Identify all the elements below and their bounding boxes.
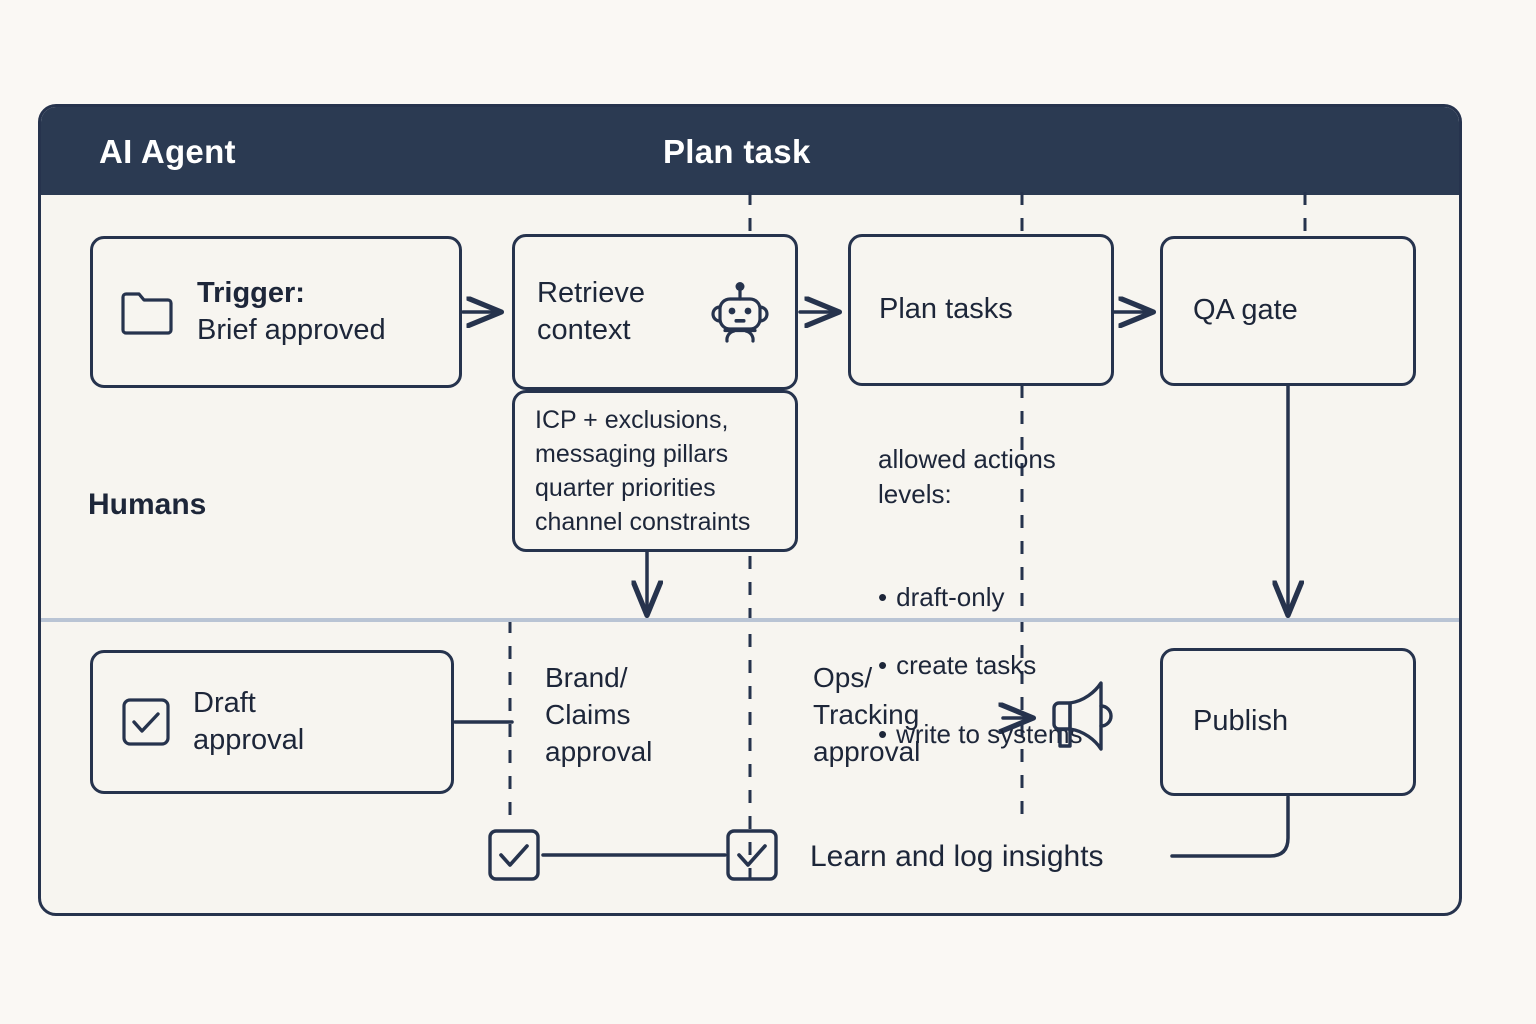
plan-notes-item: create tasks	[878, 648, 1082, 682]
node-trigger[interactable]: Trigger: Brief approved	[90, 236, 462, 388]
checkbox-check-icon-right[interactable]	[725, 828, 779, 882]
plan-tasks-title: Plan tasks	[879, 293, 1013, 326]
trigger-subtitle: Brief approved	[197, 314, 386, 346]
ops-tracking-approval-label: Ops/ Tracking approval	[813, 662, 921, 767]
retrieve-title: Retrieve context	[537, 276, 645, 346]
plan-notes-item: write to systems	[878, 717, 1082, 751]
node-retrieve-details: ICP + exclusions, messaging pillars quar…	[512, 390, 798, 552]
node-retrieve-context[interactable]: Retrieve context	[512, 234, 798, 390]
draft-approval-title: Draft approval	[193, 686, 305, 756]
lane-label-humans: Humans	[88, 488, 207, 521]
plan-notes-list: draft-only create tasks write to systems	[878, 545, 1082, 785]
retrieve-details-text: ICP + exclusions, messaging pillars quar…	[535, 406, 751, 536]
node-publish[interactable]: Publish	[1160, 648, 1416, 796]
node-draft-approval[interactable]: Draft approval	[90, 650, 454, 794]
publish-title: Publish	[1193, 705, 1289, 738]
checkbox-check-icon-left[interactable]	[487, 828, 541, 882]
plan-tasks-notes: allowed actions levels: draft-only creat…	[878, 408, 1082, 820]
lane-label-ai-agent: AI Agent	[99, 133, 236, 170]
brand-claims-approval-label: Brand/ Claims approval	[545, 662, 653, 767]
learn-and-log-insights-label: Learn and log insights	[810, 840, 1104, 873]
qa-gate-title: QA gate	[1193, 294, 1298, 327]
checkbox-check-icon	[122, 698, 170, 746]
folder-icon	[121, 292, 173, 335]
robot-icon	[711, 282, 769, 343]
plan-notes-item: draft-only	[878, 580, 1082, 614]
node-plan-tasks[interactable]: Plan tasks	[848, 234, 1114, 386]
trigger-text-block: Trigger: Brief approved	[197, 275, 386, 349]
trigger-title: Trigger:	[197, 276, 305, 309]
node-qa-gate[interactable]: QA gate	[1160, 236, 1416, 386]
diagram-title: Plan task	[663, 133, 811, 170]
plan-notes-heading: allowed actions levels:	[878, 444, 1056, 509]
megaphone-icon	[1052, 681, 1113, 751]
frame-header-bar: AI Agent Plan task	[41, 107, 1459, 195]
